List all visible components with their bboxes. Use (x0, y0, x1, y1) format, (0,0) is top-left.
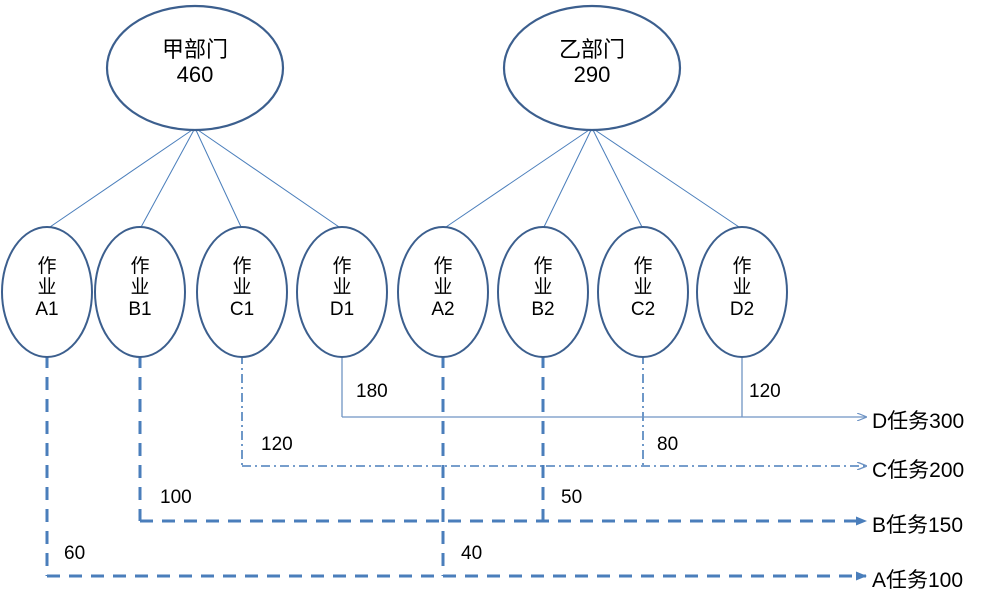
connector-dept-yi-to-job-d2 (591, 127, 743, 230)
connector-dept-jia-to-job-c1 (194, 127, 243, 230)
flow-value-flow-d1: 180 (356, 381, 388, 402)
connector-dept-yi-to-job-a2 (442, 127, 593, 230)
ellipse-job-c1[interactable] (196, 226, 288, 358)
flow-value-flow-a1: 60 (64, 543, 86, 564)
ellipse-dept-yi[interactable] (502, 4, 682, 132)
ellipse-dept-jia[interactable] (105, 4, 285, 132)
ellipse-job-a1[interactable] (1, 226, 93, 358)
ellipse-job-b1[interactable] (94, 226, 186, 358)
ellipse-job-c2[interactable] (597, 226, 689, 358)
task-label-task-a[interactable]: A任务100 (872, 569, 964, 590)
ellipse-job-d1[interactable] (296, 226, 388, 358)
connector-dept-yi-to-job-b2 (542, 127, 593, 230)
flow-value-flow-c2: 80 (657, 434, 679, 455)
task-arrow-lines (47, 417, 867, 581)
department-job-connectors (46, 127, 743, 230)
flow-value-flow-b1: 100 (160, 487, 192, 508)
connector-dept-jia-to-job-b1 (139, 127, 196, 230)
task-label-task-b[interactable]: B任务150 (872, 514, 964, 537)
flow-value-flow-a2: 40 (461, 543, 483, 564)
connector-dept-jia-to-job-a1 (46, 127, 196, 230)
flow-value-flow-c1: 120 (261, 434, 293, 455)
node-ellipses (1, 4, 788, 358)
ellipse-job-a2[interactable] (397, 226, 489, 358)
task-label-task-c[interactable]: C任务200 (872, 459, 965, 482)
connector-dept-yi-to-job-c2 (591, 127, 644, 230)
ellipse-job-b2[interactable] (497, 226, 589, 358)
task-label-task-d[interactable]: D任务300 (872, 410, 965, 433)
ellipse-job-d2[interactable] (696, 226, 788, 358)
flow-value-flow-d2: 120 (749, 381, 781, 402)
flow-lines (45, 355, 743, 576)
connector-dept-jia-to-job-d1 (194, 127, 343, 230)
flow-value-flow-b2: 50 (561, 487, 583, 508)
